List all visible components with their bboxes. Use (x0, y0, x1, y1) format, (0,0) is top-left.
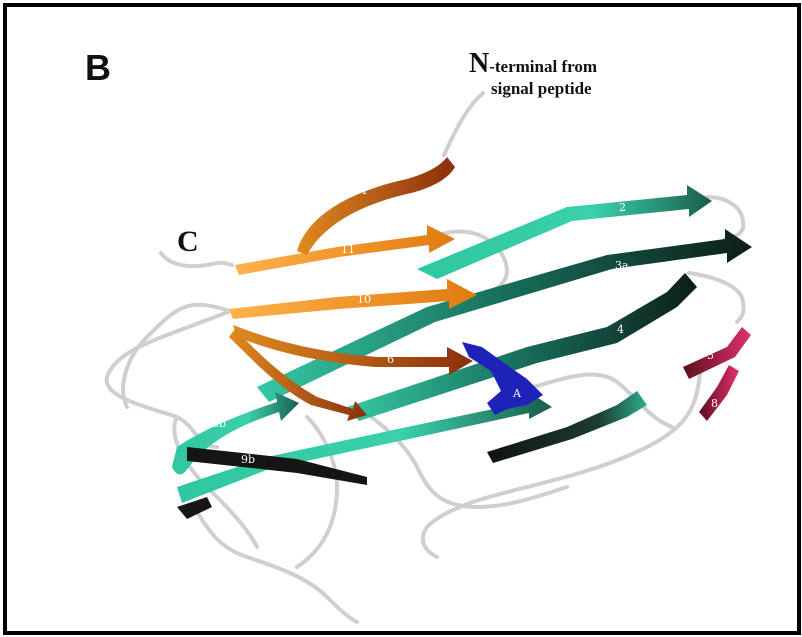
figure-frame: 1 2 11 3a 10 4 6 5 A 7 9a 8 3b 9b B N-te… (3, 3, 801, 635)
protein-ribbon-diagram: 1 2 11 3a 10 4 6 5 A 7 9a 8 3b 9b (7, 7, 797, 631)
strand-label-9b: 9b (241, 453, 255, 466)
strand-label-6: 6 (387, 353, 394, 366)
strand-label-5: 5 (707, 349, 714, 362)
strand-label-9a: 9a (593, 399, 607, 412)
strand-label-11: 11 (341, 243, 355, 256)
strand-label-7: 7 (331, 391, 338, 404)
strand-label-3a: 3a (615, 259, 629, 272)
strand-label-4: 4 (617, 323, 624, 336)
n-terminal-coil (444, 93, 483, 155)
n-terminal-letter: N (469, 48, 489, 79)
panel-label: B (85, 47, 112, 89)
n-terminal-line2: signal peptide (491, 80, 597, 99)
strand-label-8: 8 (711, 397, 718, 410)
strand-label-10: 10 (357, 293, 371, 306)
strand-label-a: A (512, 387, 522, 400)
n-terminal-label: N-terminal from signal peptide (469, 49, 597, 98)
strand-8 (699, 365, 739, 421)
n-terminal-rest: -terminal from (489, 57, 597, 76)
strand-label-1: 1 (361, 184, 368, 197)
strand-label-3b: 3b (212, 417, 226, 430)
strand-label-2: 2 (619, 201, 626, 214)
c-terminal-label: C (177, 225, 199, 259)
strand-5 (683, 327, 751, 379)
